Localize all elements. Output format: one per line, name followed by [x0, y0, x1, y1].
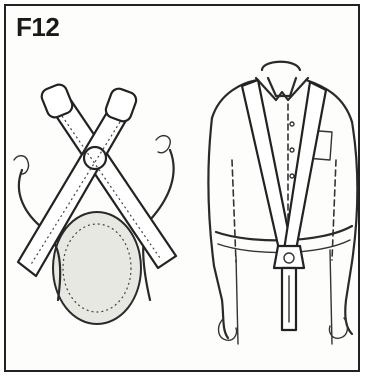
strap-right-shoulder: [284, 82, 326, 250]
cross-ring: [84, 147, 106, 169]
harness-front-view: [208, 62, 357, 344]
harness-top-view: [14, 82, 176, 324]
harness-hook: [274, 246, 304, 268]
head-top-view: [53, 212, 141, 324]
strap-left-shoulder: [242, 80, 292, 254]
